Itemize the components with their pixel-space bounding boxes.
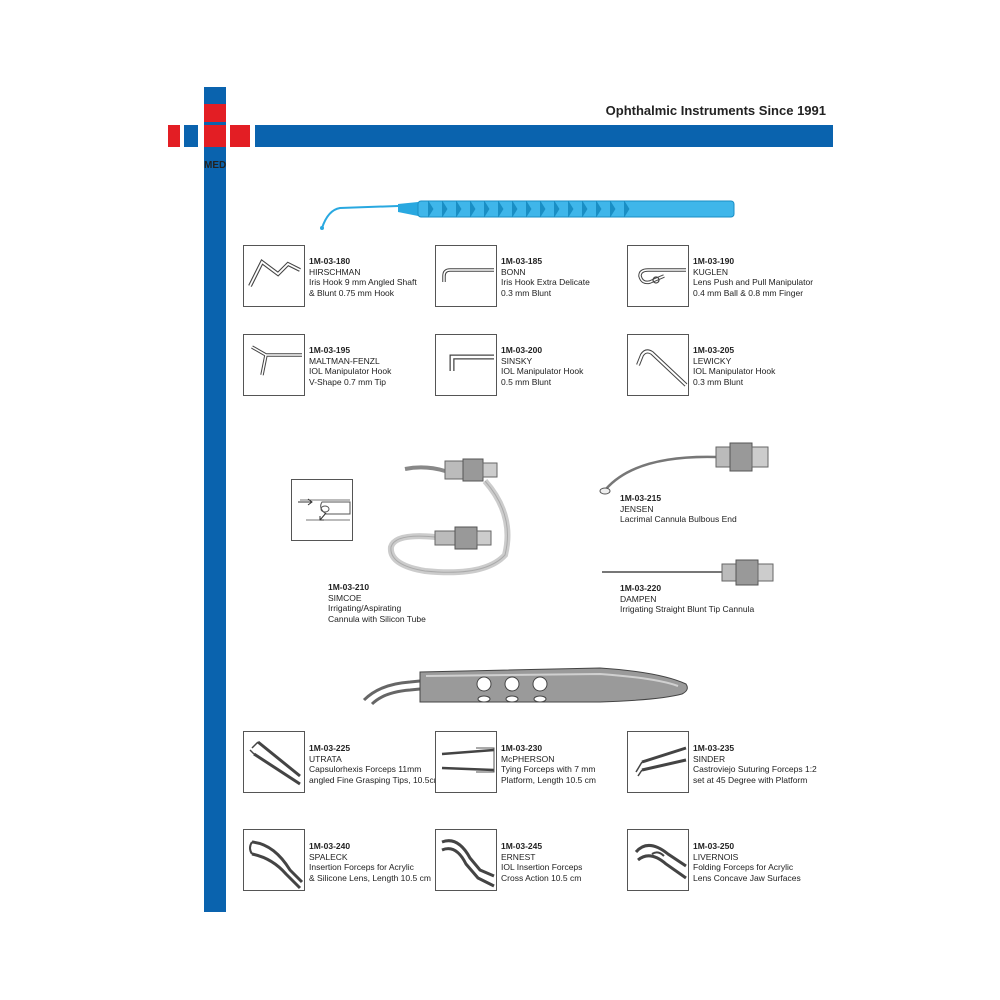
left-vertical-bar [204,87,226,912]
thumb-mcpherson [435,731,497,793]
thumb-hirschman [243,245,305,307]
logo-red-cross-bottom [204,125,226,147]
thumb-bonn [435,245,497,307]
logo-red-cross-top [204,104,226,122]
thumb-lewicky [627,334,689,396]
forceps-illustration [362,667,688,706]
thumb-livernois [627,829,689,891]
logo-red-cross-left [168,125,180,147]
thumb-ernest [435,829,497,891]
thumb-kuglen [627,245,689,307]
tagline: Ophthalmic Instruments Since 1991 [605,103,826,118]
brand-name: MED [204,160,227,171]
dampen-cannula-illustration [602,559,774,586]
thumb-sinder [627,731,689,793]
logo-red-cross-right [230,125,250,147]
thumb-simcoe-detail [291,479,353,541]
top-horizontal-bar [255,125,833,147]
logo-top-stub [204,87,226,99]
logo-left-stub [184,125,198,147]
thumb-utrata [243,731,305,793]
hero-instrument-illustration [320,200,735,230]
thumb-spaleck [243,829,305,891]
jensen-cannula-illustration [599,442,769,495]
simcoe-cannula-illustration [387,458,511,576]
thumb-maltman-fenzl [243,334,305,396]
thumb-sinsky [435,334,497,396]
